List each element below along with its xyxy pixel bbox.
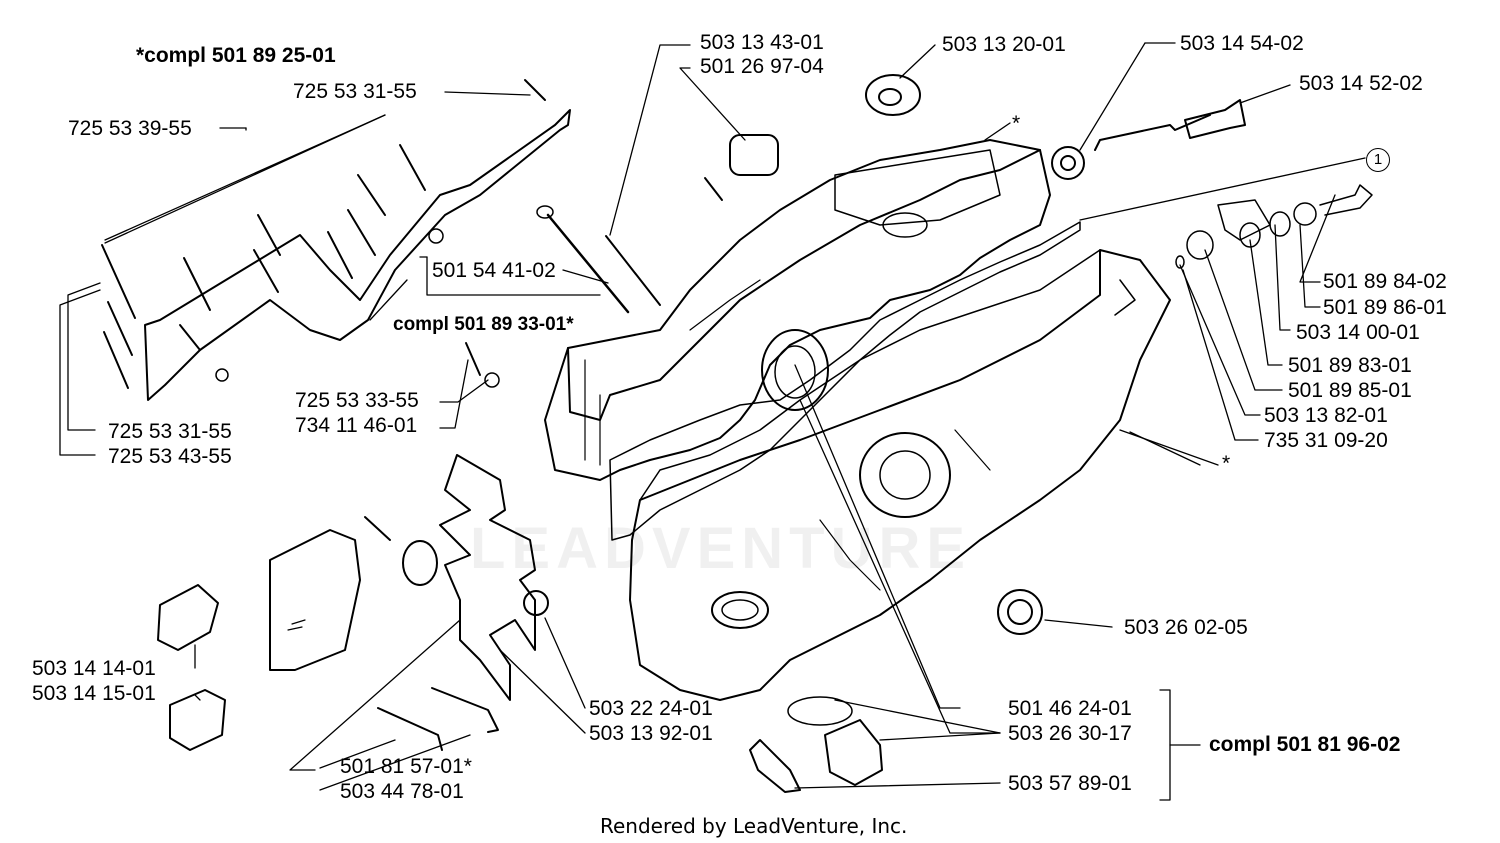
assembly-label-2: compl 501 89 33-01* [393, 314, 574, 335]
part-label: 725 53 33-55 [295, 389, 419, 412]
part-label: 501 54 41-02 [432, 259, 556, 282]
part-label: 503 57 89-01 [1008, 772, 1132, 795]
part-label: 501 89 84-02 [1323, 270, 1447, 293]
asterisk-marker: * [1012, 112, 1021, 135]
long-bolts [536, 205, 661, 314]
caps [749, 589, 1043, 793]
part-label: 503 13 43-01 [700, 31, 824, 54]
asterisk-marker: * [1222, 452, 1231, 475]
part-label: 735 31 09-20 [1264, 429, 1388, 452]
part-label: 503 14 15-01 [32, 682, 156, 705]
part-label: 503 13 92-01 [589, 722, 713, 745]
right-small-parts [1175, 184, 1373, 269]
upper-small-parts [704, 74, 1246, 201]
bolt-set-top [101, 79, 546, 389]
part-label: 503 44 78-01 [340, 780, 464, 803]
part-label: 503 14 00-01 [1296, 321, 1420, 344]
reference-circle: 1 [1366, 148, 1390, 172]
leader-lines [59, 42, 1366, 801]
assembly-label-1: *compl 501 89 25-01 [136, 44, 336, 67]
gasket [609, 221, 1081, 541]
part-label: 503 26 02-05 [1124, 616, 1248, 639]
part-label: 725 53 31-55 [293, 80, 417, 103]
assembly-label-3: compl 501 81 96-02 [1209, 733, 1401, 756]
part-label: 725 53 39-55 [68, 117, 192, 140]
buffer-blocks [157, 584, 499, 751]
part-label: 503 26 30-17 [1008, 722, 1132, 745]
part-label: 501 26 97-04 [700, 55, 824, 78]
nuts [215, 228, 500, 388]
part-label: 725 53 31-55 [108, 420, 232, 443]
crankcase-lower [629, 249, 1171, 701]
part-label: 503 14 54-02 [1180, 32, 1304, 55]
part-label: 501 89 83-01 [1288, 354, 1412, 377]
part-label: 503 14 14-01 [32, 657, 156, 680]
part-label: 501 89 85-01 [1288, 379, 1412, 402]
part-label: 503 13 82-01 [1264, 404, 1388, 427]
footer-credit: Rendered by LeadVenture, Inc. [600, 814, 908, 838]
part-label: 734 11 46-01 [295, 414, 418, 437]
part-label: 501 89 86-01 [1323, 296, 1447, 319]
crankcase-upper [544, 139, 1051, 481]
part-label: 501 46 24-01 [1008, 697, 1132, 720]
part-label: 501 81 57-01* [340, 755, 472, 778]
part-label: 503 14 52-02 [1299, 72, 1423, 95]
cover-plate [144, 109, 571, 401]
watermark: LEADVENTURE [470, 516, 972, 581]
part-label: 725 53 43-55 [108, 445, 232, 468]
part-label: 503 13 20-01 [942, 33, 1066, 56]
part-label: 503 22 24-01 [589, 697, 713, 720]
